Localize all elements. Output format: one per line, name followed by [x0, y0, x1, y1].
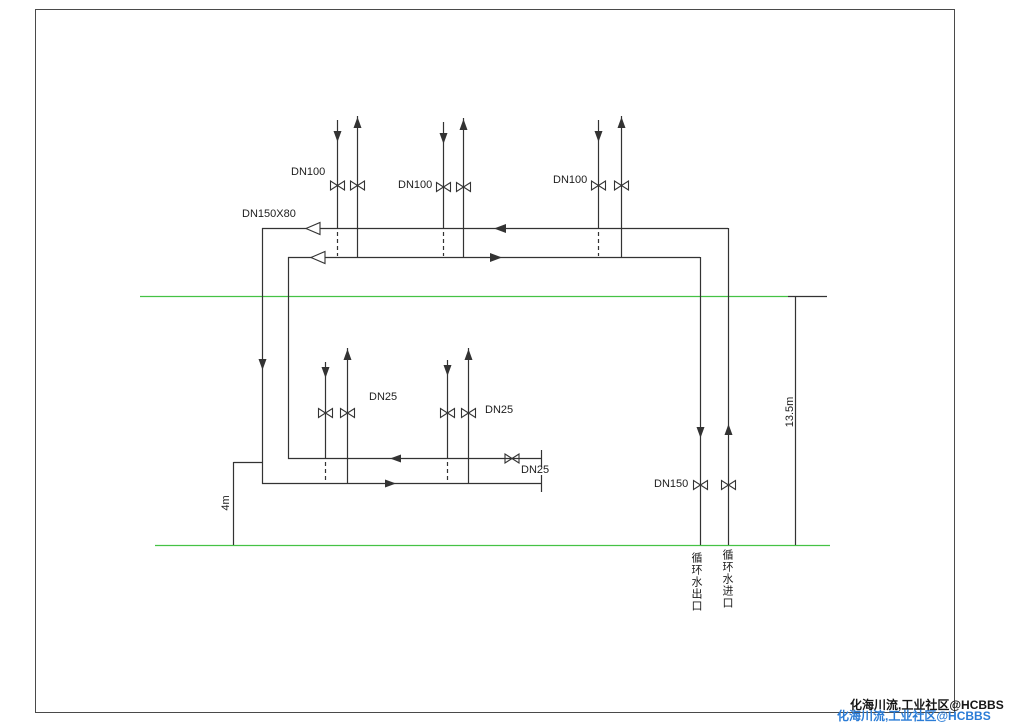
drawing-border	[35, 9, 955, 713]
left-drop-lines	[261, 228, 543, 492]
dimension-13-5m-label: 13.5m	[784, 396, 796, 428]
watermark-dark: 化海川流,工业社区@HCBBS	[850, 698, 1004, 712]
dn150-label: DN150	[654, 478, 689, 490]
dimension-lines	[232, 295, 827, 545]
flow-arrows	[258, 117, 733, 488]
dn100-branch-pipes	[336, 116, 623, 257]
circulating-water-outlet-label: 循环水出口	[690, 552, 702, 612]
circulating-water-inlet-label: 循环水进口	[721, 549, 733, 609]
riser-pipes	[699, 228, 730, 545]
reducer-label: DN150X80	[242, 208, 296, 220]
dn100-label-2: DN100	[398, 179, 433, 191]
valve-symbols	[317, 179, 737, 491]
reducer-symbols	[304, 221, 326, 265]
dn100-label-3: DN100	[553, 174, 588, 186]
dn25-label-3: DN25	[521, 464, 550, 476]
dn25-label-1: DN25	[369, 391, 398, 403]
main-headers	[262, 227, 728, 259]
watermark-blue: 化海川流,工业社区@HCBBS	[837, 709, 991, 723]
dimension-4m-label: 4m	[220, 495, 232, 511]
dn25-label-2: DN25	[485, 404, 514, 416]
ground-level-lines	[140, 295, 830, 547]
dn100-label-1: DN100	[291, 166, 326, 178]
